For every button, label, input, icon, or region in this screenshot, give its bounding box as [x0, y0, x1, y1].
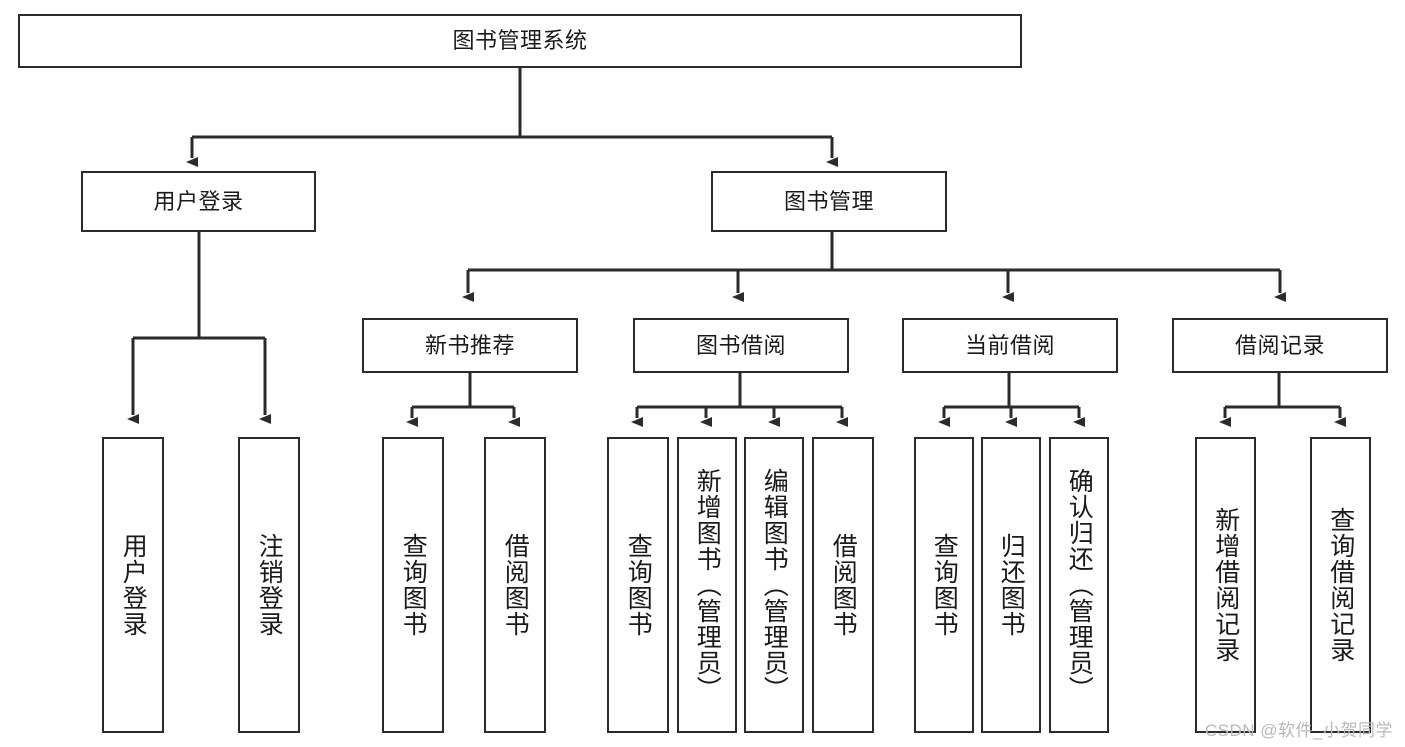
leaf-confirm-return-admin-label: 确认归还（管理员） [1065, 468, 1094, 702]
node-borrow-record-label: 借阅记录 [1234, 332, 1325, 358]
leaf-logout[interactable]: 注销登录 [238, 437, 300, 733]
leaf-add-book-admin[interactable]: 新增图书（管理员） [677, 437, 737, 733]
leaf-confirm-return-admin[interactable]: 确认归还（管理员） [1049, 437, 1109, 733]
leaf-query-book-borrow-label: 查询图书 [624, 533, 653, 637]
leaf-query-book-current[interactable]: 查询图书 [914, 437, 974, 733]
leaf-edit-book-admin-label: 编辑图书（管理员） [760, 468, 789, 702]
node-book-borrow[interactable]: 图书借阅 [633, 318, 849, 373]
leaf-query-book-recommend[interactable]: 查询图书 [382, 437, 444, 733]
node-book-management-label: 图书管理 [783, 188, 874, 214]
leaf-query-borrow-record[interactable]: 查询借阅记录 [1310, 437, 1371, 733]
leaf-user-login-label: 用户登录 [119, 533, 148, 637]
node-borrow-record[interactable]: 借阅记录 [1172, 318, 1388, 373]
node-root-label: 图书管理系统 [452, 28, 588, 54]
leaf-edit-book-admin[interactable]: 编辑图书（管理员） [744, 437, 804, 733]
leaf-add-borrow-record[interactable]: 新增借阅记录 [1195, 437, 1256, 733]
leaf-query-book-recommend-label: 查询图书 [399, 533, 428, 637]
leaf-borrow-book-borrow-label: 借阅图书 [829, 533, 858, 637]
node-root[interactable]: 图书管理系统 [18, 14, 1022, 68]
leaf-query-borrow-record-label: 查询借阅记录 [1326, 507, 1355, 663]
node-new-book-recommend-label: 新书推荐 [424, 332, 515, 358]
leaf-logout-label: 注销登录 [255, 533, 284, 637]
node-user-login[interactable]: 用户登录 [81, 171, 316, 232]
csdn-watermark: CSDN @软件_小贺同学 [1204, 721, 1393, 740]
node-current-borrow-label: 当前借阅 [964, 332, 1055, 358]
leaf-borrow-book-recommend[interactable]: 借阅图书 [484, 437, 546, 733]
leaf-return-book-label: 归还图书 [997, 533, 1026, 637]
node-user-login-label: 用户登录 [153, 188, 244, 214]
node-book-borrow-label: 图书借阅 [695, 332, 786, 358]
leaf-add-book-admin-label: 新增图书（管理员） [693, 468, 722, 702]
leaf-borrow-book-borrow[interactable]: 借阅图书 [812, 437, 874, 733]
node-current-borrow[interactable]: 当前借阅 [902, 318, 1118, 373]
leaf-return-book[interactable]: 归还图书 [981, 437, 1041, 733]
leaf-add-borrow-record-label: 新增借阅记录 [1211, 507, 1240, 663]
node-new-book-recommend[interactable]: 新书推荐 [362, 318, 578, 373]
leaf-borrow-book-recommend-label: 借阅图书 [501, 533, 530, 637]
leaf-query-book-current-label: 查询图书 [930, 533, 959, 637]
node-book-management[interactable]: 图书管理 [711, 171, 947, 232]
leaf-query-book-borrow[interactable]: 查询图书 [607, 437, 669, 733]
leaf-user-login[interactable]: 用户登录 [102, 437, 164, 733]
